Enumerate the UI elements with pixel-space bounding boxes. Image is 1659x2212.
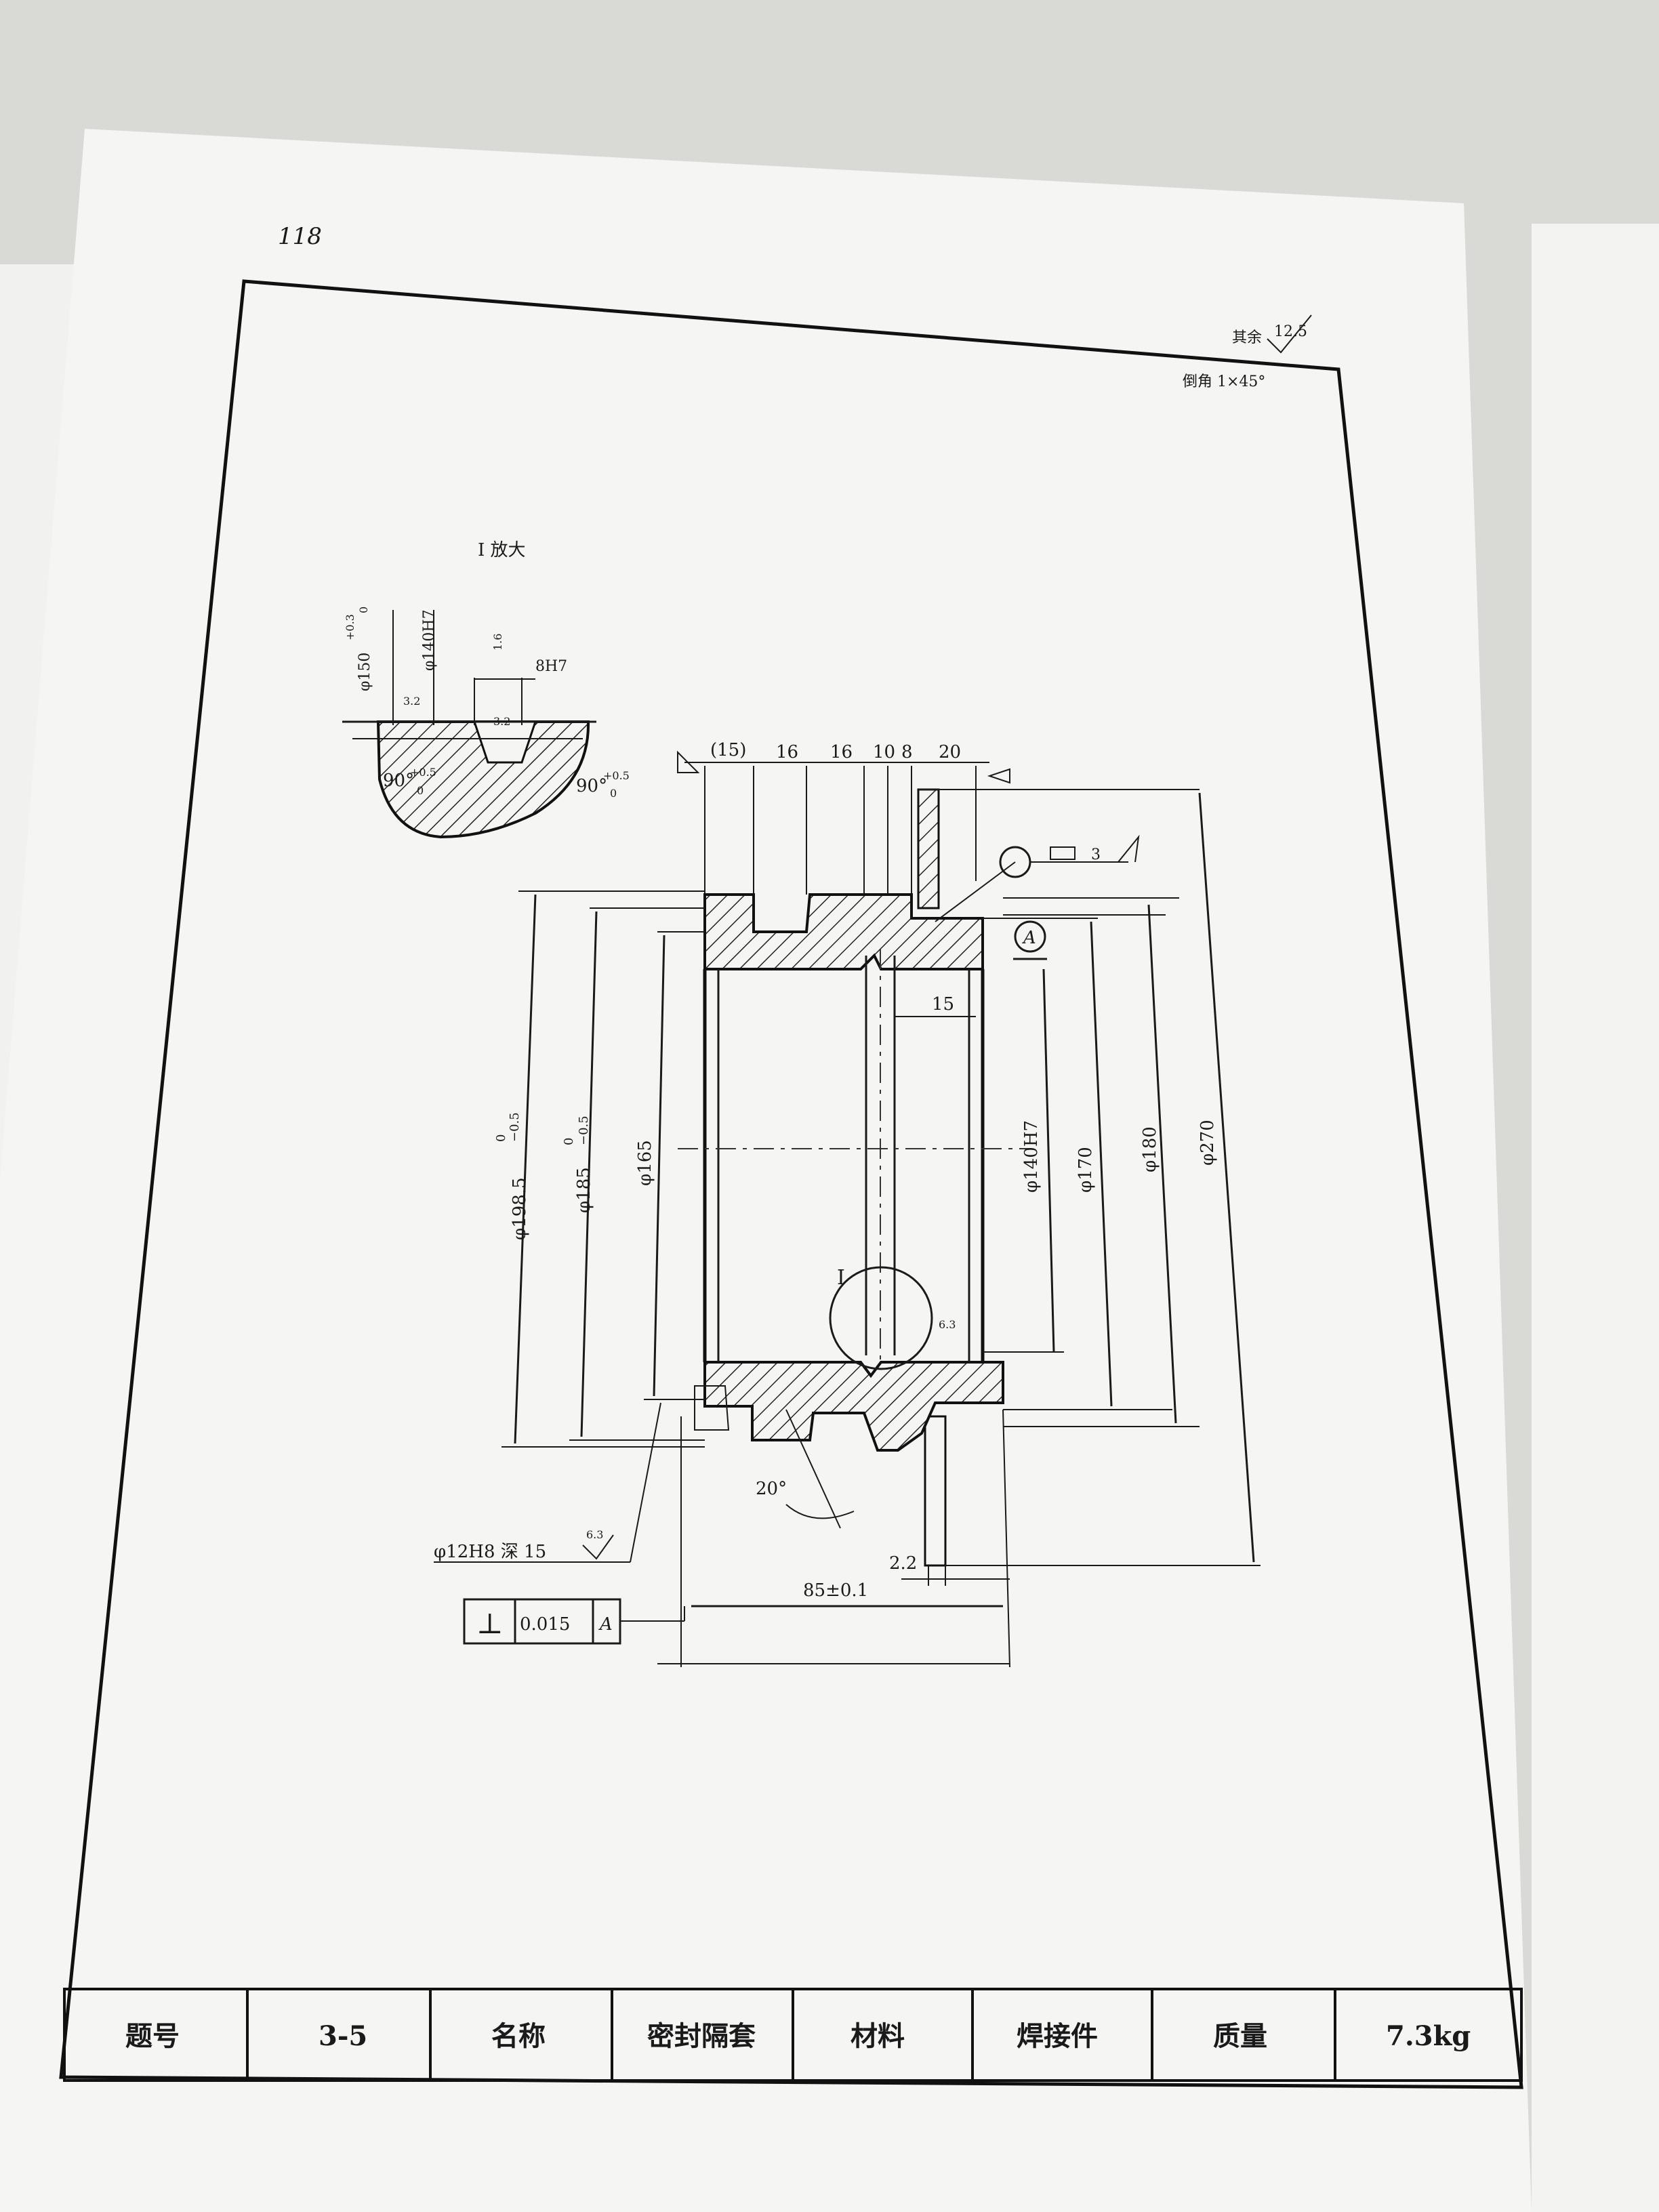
page-number: 118 — [278, 223, 322, 250]
detail-roughness-c: 1.6 — [491, 634, 504, 651]
dim-d140h7: φ140H7 — [1021, 1120, 1042, 1193]
detail-angle-left-tol-upper: +0.5 — [410, 766, 436, 779]
section-top — [703, 893, 984, 970]
other-surfaces-label: 其余 — [1232, 329, 1262, 346]
tolerance-symbol: ⊥ — [476, 1607, 504, 1640]
roughness-mark-top-left — [677, 750, 700, 773]
oil-hole — [694, 1385, 730, 1431]
detail-angle-right-tol-lower: 0 — [610, 787, 617, 800]
detail-angle-right-tol-upper: +0.5 — [603, 769, 630, 782]
dim-d185: φ185 — [574, 1167, 594, 1213]
dim-15: 15 — [932, 994, 954, 1015]
datum-a-label: A — [1022, 928, 1036, 948]
detail-section — [376, 720, 590, 839]
detail-angle-right: 90° — [576, 776, 607, 796]
dim-d198-tol-upper: 0 — [494, 1134, 508, 1142]
detail-angle-left-tol-lower: 0 — [417, 784, 424, 797]
detail-view: I 放大 φ150 +0.3 0 φ140H7 8H7 1.6 3.2 3.2 … — [342, 540, 630, 839]
roughness-mark-top-right — [987, 768, 1010, 784]
dim-d270: φ270 — [1197, 1120, 1218, 1166]
main-section-view: (15) 16 16 10 8 20 15 — [434, 740, 1261, 1668]
detail-angle-left: 90° — [383, 771, 414, 791]
detail-title: I 放大 — [478, 540, 526, 560]
roughness-63: 6.3 — [939, 1318, 956, 1331]
angle-arc — [785, 1504, 855, 1519]
paper-sheet — [0, 129, 1532, 2212]
top-dim-5: 8 — [901, 742, 913, 762]
tolerance-frame: ⊥ 0.015 A — [463, 1598, 685, 1645]
section-bottom — [703, 1361, 1004, 1452]
dim-d198: φ198.5 — [510, 1177, 530, 1240]
detail-dia140: φ140H7 — [421, 609, 438, 671]
tb-label-name: 名称 — [491, 2020, 546, 2052]
top-dim-3: 16 — [830, 742, 853, 762]
tolerance-datum: A — [598, 1614, 613, 1635]
chamfer-note: 倒角 1×45° — [1183, 373, 1265, 390]
tb-value-name: 密封隔套 — [647, 2020, 756, 2052]
drawing-frame — [59, 279, 1523, 2089]
top-dim-4: 10 — [873, 742, 895, 762]
top-dim-6: 20 — [939, 742, 961, 762]
dim-d170: φ170 — [1076, 1147, 1096, 1193]
weld-plate-bottom — [924, 1415, 947, 1567]
background-sheet-right — [1532, 224, 1659, 2212]
detail-circle — [829, 1266, 933, 1370]
datum-a-circle — [1014, 920, 1046, 953]
title-block: 题号 3-5 名称 密封隔套 材料 焊接件 质量 7.3kg — [63, 1988, 1523, 2082]
dim-d180: φ180 — [1140, 1126, 1160, 1172]
dim-d198-tol-lower: −0.5 — [508, 1112, 522, 1142]
detail-dia150-tol-upper: +0.3 — [344, 614, 356, 640]
top-dim-1: (15) — [710, 740, 746, 760]
tb-value-material: 焊接件 — [1017, 2020, 1098, 2052]
tb-value-number: 3-5 — [319, 2020, 367, 2052]
detail-dia150: φ150 — [356, 653, 373, 691]
dim-d185-tol-upper: 0 — [562, 1138, 576, 1145]
dim-d165: φ165 — [635, 1140, 655, 1186]
weld-symbol — [1050, 846, 1076, 860]
dim-2-2: 2.2 — [889, 1553, 917, 1574]
hole-roughness-symbol — [582, 1534, 614, 1560]
tb-label-number: 题号 — [125, 2020, 180, 2052]
general-notes: 其余 12.5 倒角 1×45° — [1183, 314, 1312, 390]
detail-marker: I — [837, 1266, 845, 1290]
detail-roughness-a: 3.2 — [403, 695, 420, 708]
dim-85: 85±0.1 — [803, 1580, 868, 1601]
weld-flag — [1118, 834, 1140, 863]
dim-d185-tol-lower: −0.5 — [577, 1115, 591, 1145]
weld-size: 3 — [1091, 846, 1101, 863]
roughness-symbol — [1267, 314, 1312, 354]
hole-roughness: 6.3 — [586, 1528, 603, 1541]
dim-angle-20: 20° — [756, 1479, 787, 1499]
weld-plate-top — [917, 788, 940, 909]
tolerance-value: 0.015 — [520, 1614, 570, 1635]
hole-note: φ12H8 深 15 — [434, 1542, 546, 1562]
detail-roughness-b: 3.2 — [493, 715, 510, 728]
top-dim-2: 16 — [776, 742, 798, 762]
tb-label-material: 材料 — [851, 2020, 905, 2052]
detail-dia150-tol-lower: 0 — [357, 607, 370, 613]
tb-label-mass: 质量 — [1213, 2020, 1267, 2052]
detail-groove: 8H7 — [535, 658, 567, 675]
tb-value-mass: 7.3kg — [1386, 2020, 1471, 2052]
